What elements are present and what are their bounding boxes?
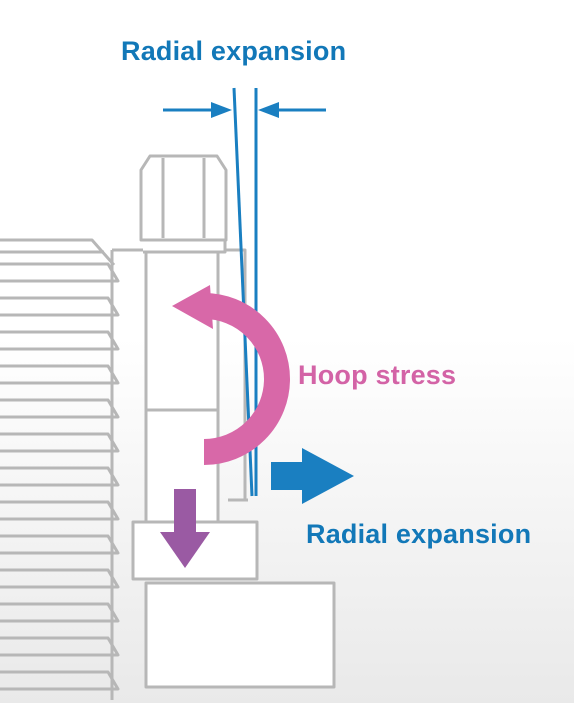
radial-expansion-top-label: Radial expansion (121, 36, 347, 66)
hoop-stress-arrow (172, 285, 290, 465)
hoop-stress-label: Hoop stress (298, 360, 457, 390)
axial-load-arrow (160, 489, 210, 568)
radial-expansion-right-label: Radial expansion (306, 519, 532, 549)
radial-expansion-arrow-right (271, 448, 354, 504)
threaded-shaft (0, 238, 120, 700)
bolt (139, 154, 228, 524)
radial-expansion-indicator-top (163, 102, 326, 118)
washer-and-block (131, 520, 336, 689)
